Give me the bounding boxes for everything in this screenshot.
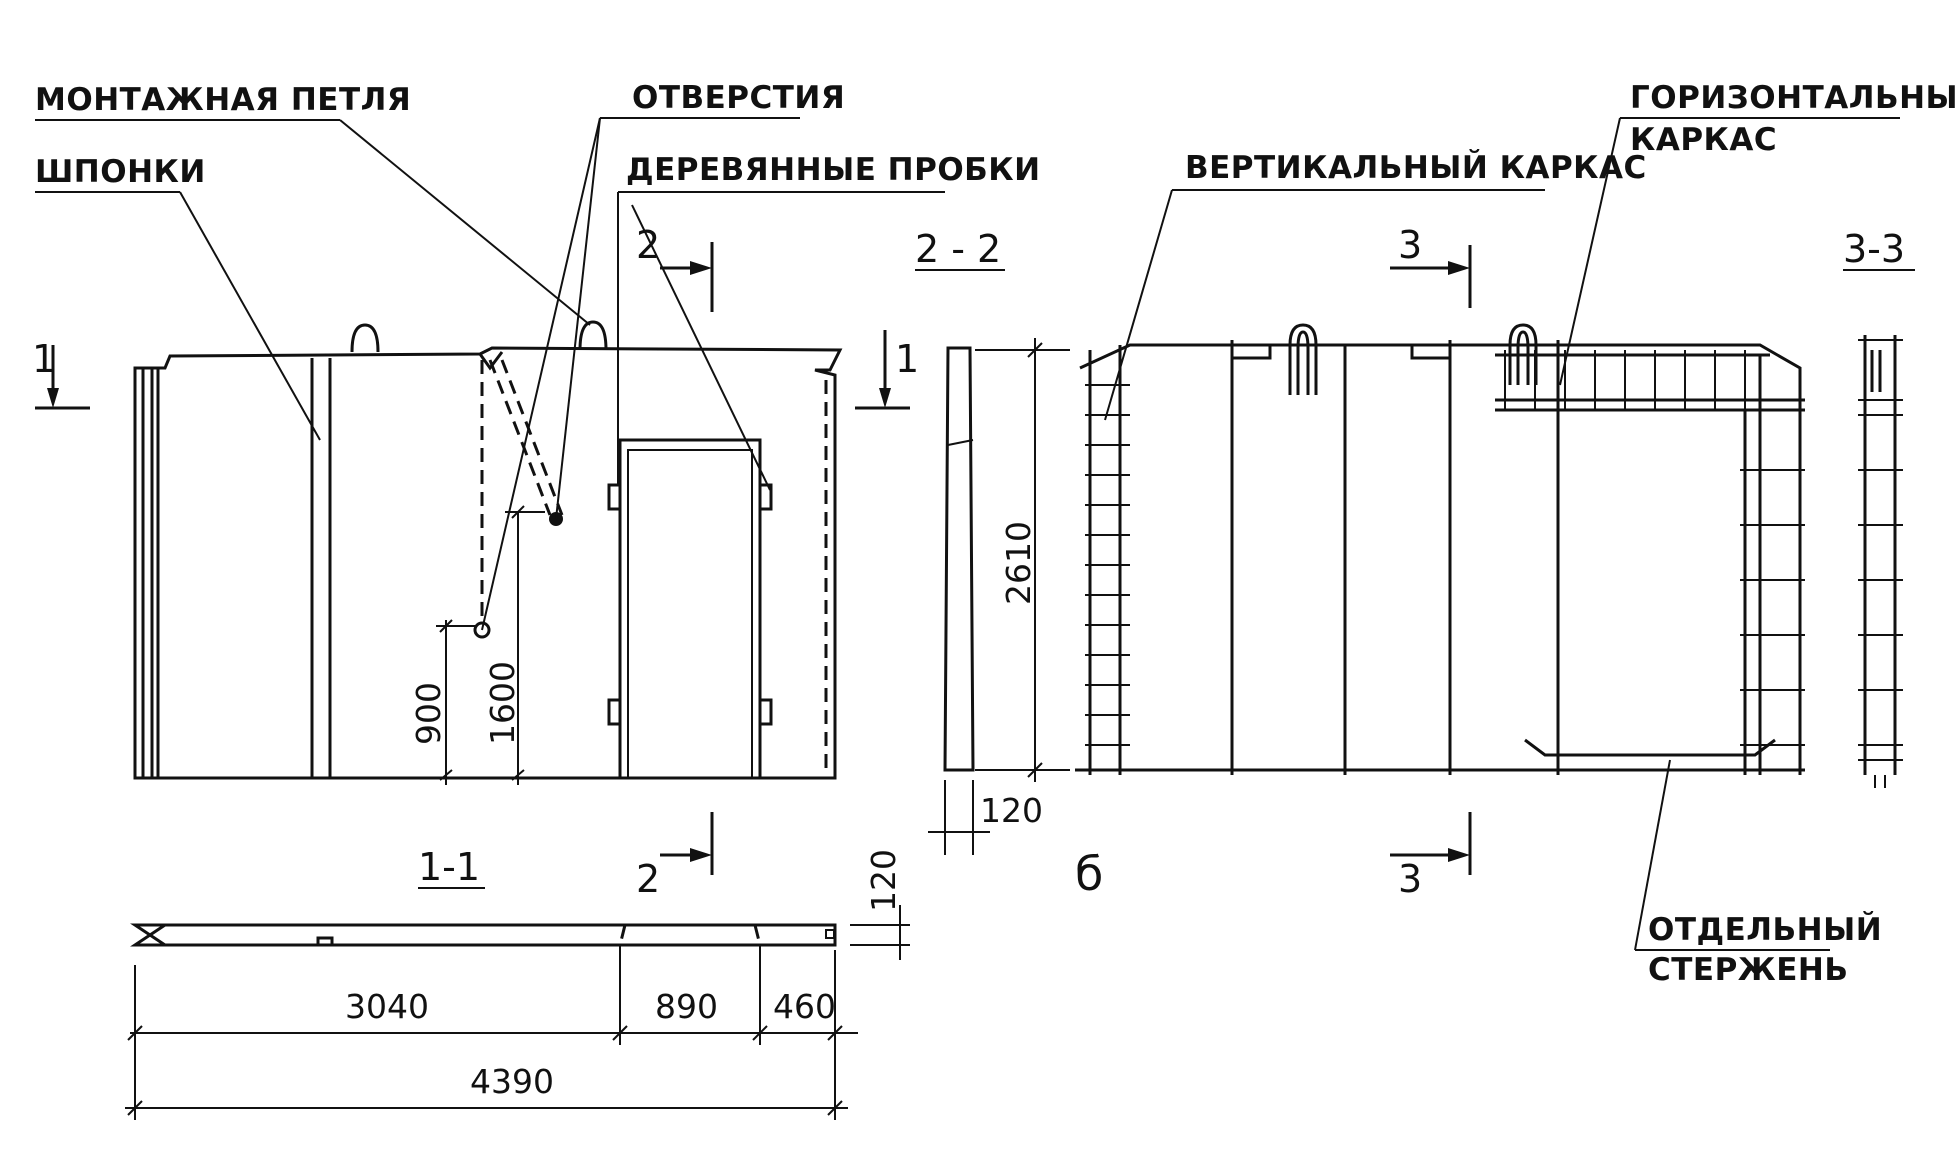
label-mounting-loop: МОНТАЖНАЯ ПЕТЛЯ <box>35 82 411 118</box>
panel-elevation: 900 1600 1 1 2 2 <box>32 223 919 901</box>
section-mark-2-bottom: 2 <box>636 857 660 901</box>
section-3-3-rungs <box>1858 339 1903 761</box>
label-vertical-frame: ВЕРТИКАЛЬНЫЙ КАРКАС <box>1185 150 1647 186</box>
label-horizontal-frame-2: КАРКАС <box>1630 122 1777 158</box>
dim-900-label: 900 <box>409 682 448 745</box>
dim-460-label: 460 <box>773 987 836 1026</box>
dim-4390-label: 4390 <box>470 1062 554 1101</box>
horizontal-frame-rungs <box>1504 350 1746 410</box>
section-title-3-3: 3-3 <box>1843 227 1905 271</box>
section-mark-3-bottom: 3 <box>1398 857 1422 901</box>
section-mark-1-left: 1 <box>32 337 56 381</box>
dim-120-side-label: 120 <box>980 791 1043 830</box>
section-mark-1-right: 1 <box>895 337 919 381</box>
section-2-2: 2 - 2 2610 120 <box>915 227 1070 855</box>
section-mark-3-top: 3 <box>1398 223 1422 267</box>
label-wooden-plugs: ДЕРЕВЯННЫЕ ПРОБКИ <box>626 152 1041 188</box>
section-mark-2-top: 2 <box>636 223 660 267</box>
dim-890-label: 890 <box>655 987 718 1026</box>
dim-2610-label: 2610 <box>999 521 1038 605</box>
dim-3040-label: 3040 <box>345 987 429 1026</box>
letter-b: б <box>1075 847 1103 901</box>
label-separate-bar-2: СТЕРЖЕНЬ <box>1648 952 1849 988</box>
label-keys: ШПОНКИ <box>35 154 206 190</box>
section-title-2-2: 2 - 2 <box>915 227 1001 271</box>
label-separate-bar-1: ОТДЕЛЬНЫЙ <box>1648 912 1882 948</box>
label-horizontal-frame-1: ГОРИЗОНТАЛЬНЫЙ <box>1630 80 1960 116</box>
label-holes: ОТВЕРСТИЯ <box>632 80 845 116</box>
vertical-frame-rungs <box>1085 384 1130 746</box>
dim-120-plan-label: 120 <box>864 849 903 912</box>
section-3-3: 3-3 <box>1843 227 1915 788</box>
leader-labels-left: МОНТАЖНАЯ ПЕТЛЯ ШПОНКИ ОТВЕРСТИЯ ДЕРЕВЯН… <box>35 80 1041 631</box>
section-title-1-1: 1-1 <box>418 845 480 889</box>
door-ladder-rungs <box>1740 469 1805 746</box>
reinforcement-elevation: 3 3 б <box>1075 223 1805 901</box>
section-1-1-plan: 1-1 120 3040 890 460 4390 <box>125 845 910 1120</box>
leader-labels-right: ВЕРТИКАЛЬНЫЙ КАРКАС ГОРИЗОНТАЛЬНЫЙ КАРКА… <box>1104 80 1960 988</box>
dim-1600-label: 1600 <box>483 661 522 745</box>
